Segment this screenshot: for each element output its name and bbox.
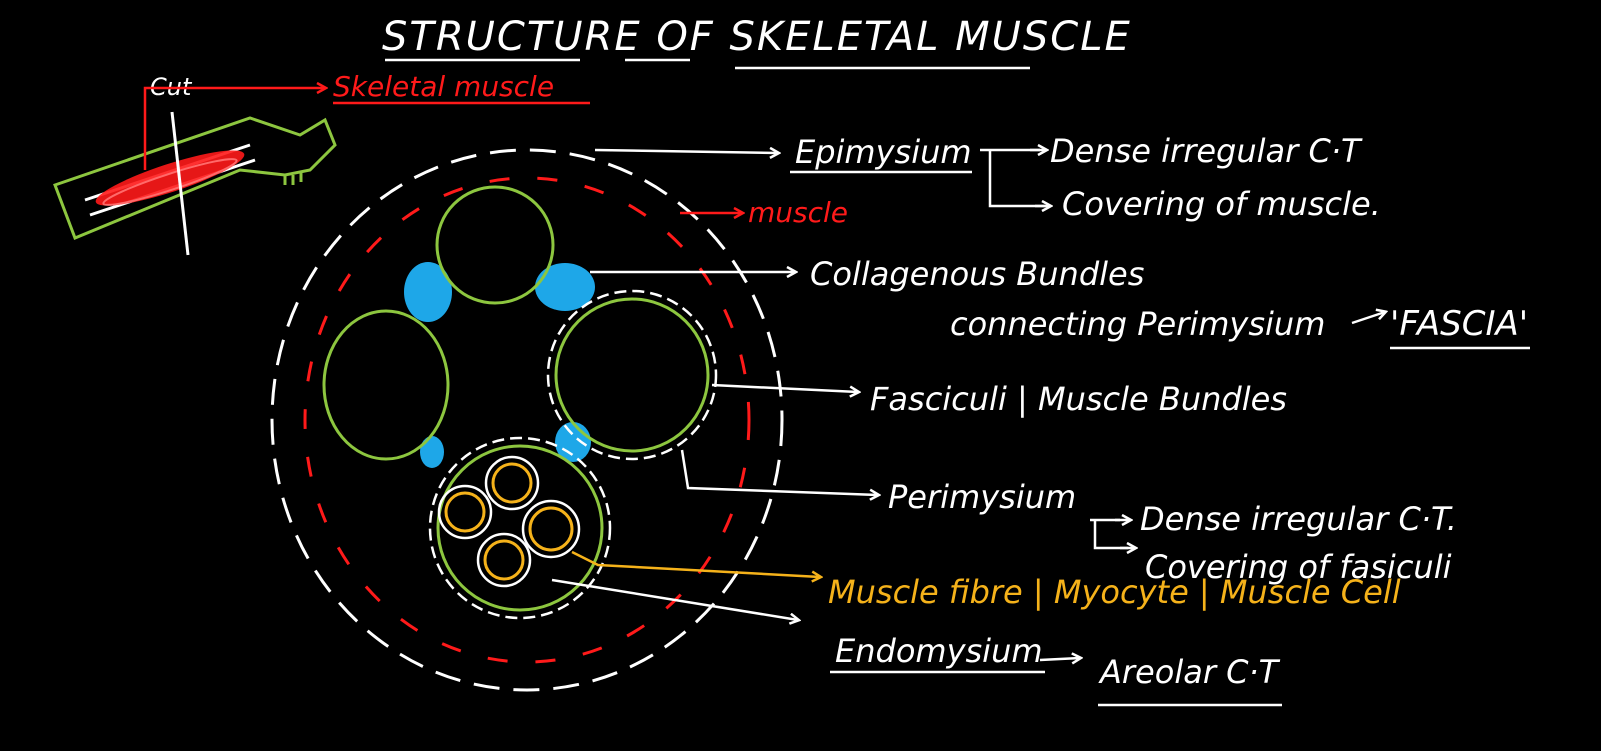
collagenous-line-2: connecting Perimysium <box>950 305 1325 343</box>
perimysium-detail-2: Covering of fasiculi <box>1145 548 1452 586</box>
perimysium <box>428 289 718 620</box>
areolar-label: Areolar C·T <box>1098 653 1281 691</box>
collagenous-line-1: Collagenous Bundles <box>810 255 1144 293</box>
cut-line <box>170 111 190 256</box>
arm-sketch <box>53 116 337 240</box>
muscle-fibre-label: Muscle fibre | Myocyte | Muscle Cell <box>828 573 1401 611</box>
epimysium-detail-2: Covering of muscle. <box>1062 185 1381 223</box>
arrow-to-muscle-fibre <box>571 550 820 577</box>
epimysium-outer-boundary <box>270 148 784 692</box>
muscle-label: muscle <box>748 196 848 229</box>
arrow-to-fascia <box>1351 312 1385 325</box>
epimysium-label: Epimysium <box>795 133 972 171</box>
fascia-label: 'FASCIA' <box>1390 304 1528 344</box>
perimysium-detail-1: Dense irregular C·T. <box>1140 500 1457 538</box>
muscle-fibres <box>437 455 581 588</box>
arrow-to-fasciculi <box>711 383 858 392</box>
arrow-to-skeletal-muscle <box>143 88 325 170</box>
diagram-title: STRUCTURE OF SKELETAL MUSCLE <box>382 14 1132 60</box>
skeletal-muscle-label: Skeletal muscle <box>333 70 554 103</box>
fasciculi-label: Fasciculi | Muscle Bundles <box>870 380 1287 418</box>
endomysium-label: Endomysium <box>835 632 1043 670</box>
epimysium-branch-arrows <box>980 148 1045 208</box>
arrow-to-areolar <box>1039 658 1080 660</box>
arrow-to-perimysium <box>680 449 878 495</box>
muscle-boundary <box>303 176 751 664</box>
epimysium-detail-1: Dense irregular C·T <box>1050 132 1363 170</box>
perimysium-branch-arrows <box>1090 518 1128 550</box>
arrow-to-epimysium <box>594 150 778 153</box>
fasciculi <box>322 185 710 612</box>
arrow-to-endomysium <box>551 578 798 620</box>
collagenous-bundles <box>404 262 595 468</box>
perimysium-label: Perimysium <box>888 478 1076 516</box>
